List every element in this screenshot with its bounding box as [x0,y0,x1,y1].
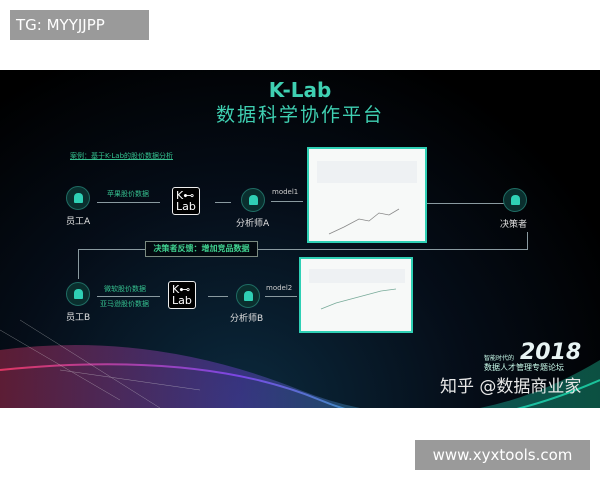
employee-b-label: 员工B [66,313,91,323]
forum-year: 2018 [520,340,582,365]
forum-line2: 数据人才管理专题论坛 [484,363,564,372]
analyst-a-icon [241,188,265,212]
feedback-box: 决策者反馈：增加竞品数据 [145,241,258,257]
notebook-screenshot-a [307,147,427,243]
decider-label: 决策者 [500,220,528,230]
watermark: 知乎 @数据商业家 [440,377,582,397]
arrow [265,296,297,297]
arrow [97,202,160,203]
slide: K-Lab 数据科学协作平台 案例：基于K-Lab的股价数据分析 员工A 苹果股… [0,70,600,408]
data-a-label: 苹果股价数据 [107,190,149,198]
notebook-screenshot-b [299,257,413,333]
employee-a-icon [66,186,90,210]
wave-decoration [0,319,600,408]
employee-a-label: 员工A [66,217,91,227]
analyst-b-icon [236,284,260,308]
forum-line1: 智能时代的 [484,355,515,362]
data-b2-label: 亚马逊股价数据 [100,300,149,308]
overlay-tag: TG: MYYJJPP [10,10,149,40]
klab-logo: K⊷Lab [172,187,200,215]
model2-label: model2 [266,284,293,292]
feedback-line [78,249,79,279]
model1-label: model1 [272,188,299,196]
slide-title: K-Lab [268,78,332,102]
arrow [215,202,231,203]
employee-b-icon [66,282,90,306]
slide-subtitle: 数据科学协作平台 [215,104,384,126]
case-label: 案例：基于K-Lab的股价数据分析 [70,152,174,160]
decider-icon [503,188,527,212]
arrow [427,203,512,204]
analyst-b-label: 分析师B [230,314,264,324]
feedback-line [78,249,528,250]
arrow [208,296,228,297]
arrow [271,201,303,202]
data-b1-label: 微软股价数据 [104,285,146,293]
analyst-a-label: 分析师A [236,219,270,229]
klab-logo: K⊷Lab [168,281,196,309]
site-label: www.xyxtools.com [415,440,590,470]
feedback-line [527,232,528,250]
arrow [97,296,160,297]
